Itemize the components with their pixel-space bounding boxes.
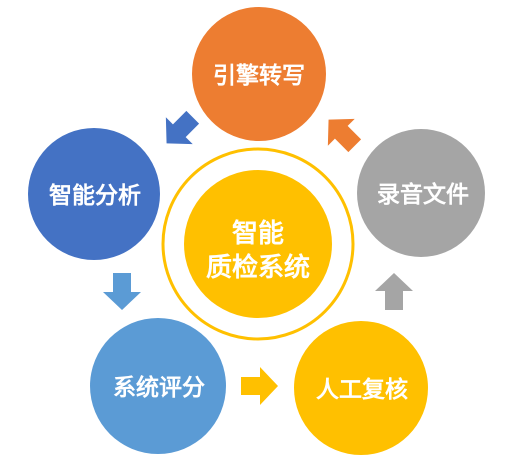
node-manual-review-circle [294,321,428,455]
arrow-scoring-to-review [241,367,278,405]
node-engine-transcription-circle [192,7,326,141]
node-smart-analysis: 智能分析 [28,128,160,260]
node-system-scoring-circle [90,318,226,454]
node-system-scoring-label: 系统评分 [113,374,205,400]
center-label-line2: 质检系统 [206,252,310,282]
node-system-scoring: 系统评分 [90,318,226,454]
node-recording-file-label: 录音文件 [377,181,469,207]
center-label-line1: 智能 [232,218,284,248]
arrow-recording-to-transcription [327,118,362,153]
node-engine-transcription-label: 引擎转写 [213,62,305,88]
node-recording-file-circle [357,129,485,257]
node-manual-review: 人工复核 [294,321,428,455]
node-smart-analysis-label: 智能分析 [49,182,141,208]
center-hub: 智能 质检系统 [161,147,355,341]
node-manual-review-label: 人工复核 [316,376,408,402]
node-smart-analysis-circle [28,128,160,260]
node-recording-file: 录音文件 [357,129,485,257]
arrow-transcription-to-analysis [165,110,200,145]
arrow-review-to-recording [375,273,413,310]
node-engine-transcription: 引擎转写 [192,7,326,141]
center-circle [184,170,332,318]
arrow-analysis-to-scoring [103,273,141,310]
